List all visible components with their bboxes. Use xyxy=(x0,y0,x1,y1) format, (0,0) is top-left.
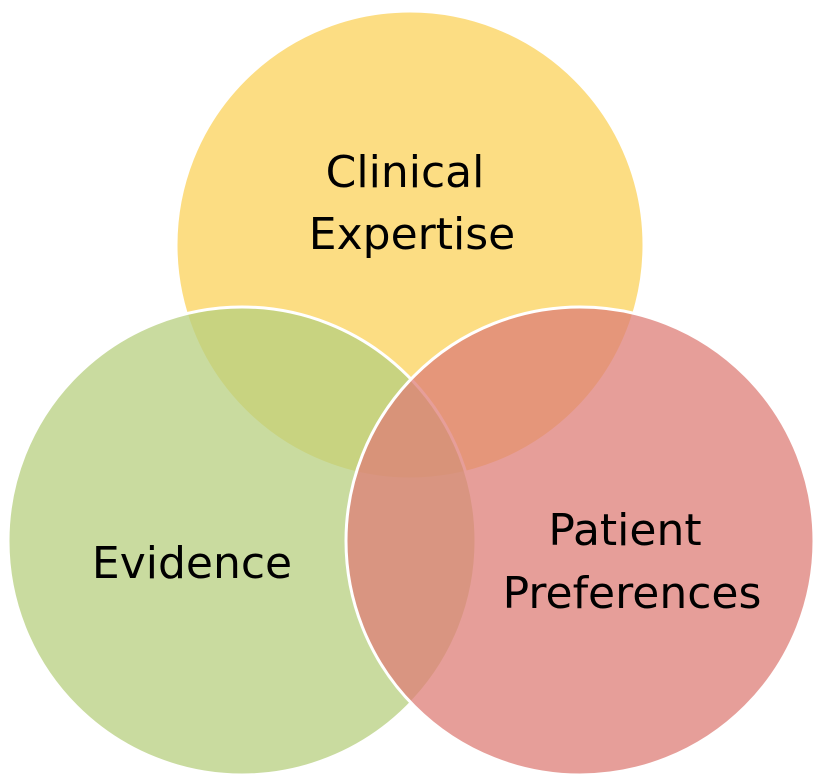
clinical-expertise-line-2: Expertise xyxy=(309,209,515,260)
patient-preferences-circle xyxy=(344,305,816,777)
patient-preferences-label: Patient Preferences xyxy=(503,505,762,619)
clinical-expertise-label: Clinical Expertise xyxy=(309,147,515,260)
patient-preferences-line-2: Preferences xyxy=(503,568,762,619)
evidence-label: Evidence xyxy=(92,538,292,589)
evidence-line-1: Evidence xyxy=(92,538,292,589)
patient-preferences-line-1: Patient xyxy=(548,505,701,556)
clinical-expertise-line-1: Clinical xyxy=(326,147,485,198)
